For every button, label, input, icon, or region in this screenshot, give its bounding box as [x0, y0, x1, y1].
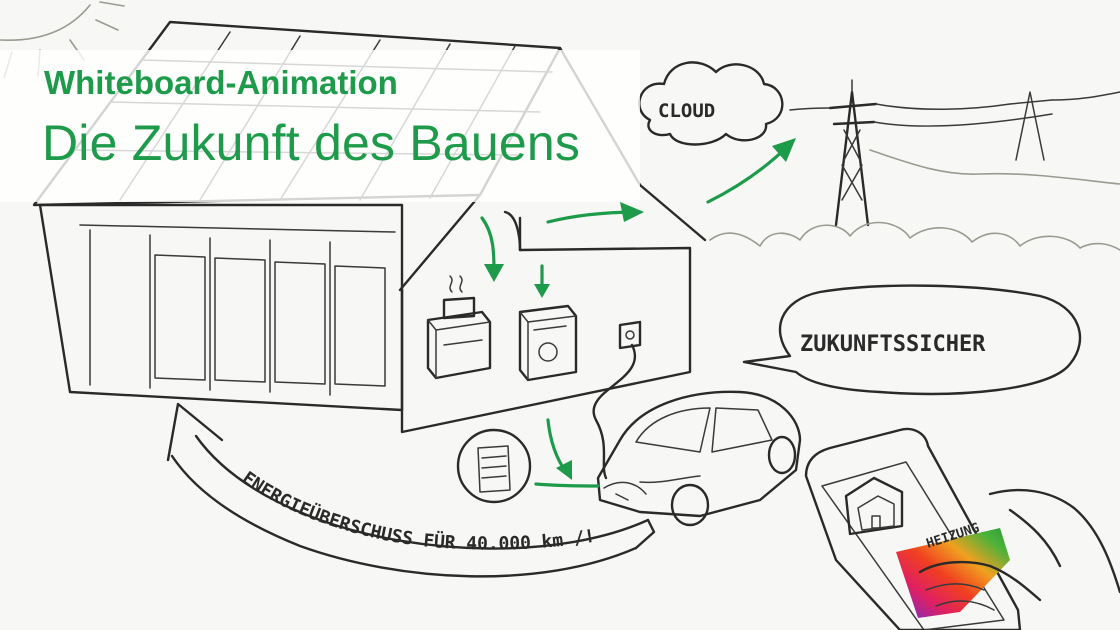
speech-bubble — [742, 284, 1082, 396]
power-pylon — [789, 79, 1120, 227]
cloud-label: CLOUD — [658, 100, 715, 122]
heating-color-slider — [896, 528, 1010, 618]
charging-cable — [592, 343, 636, 480]
battery-icon — [456, 428, 532, 504]
washing-machine-icon — [518, 304, 578, 382]
energy-surplus-arrow — [166, 402, 656, 578]
home-icon — [844, 476, 904, 536]
cloud-icon — [638, 61, 784, 146]
page-title: Die Zukunft des Bauens — [42, 115, 581, 171]
house-wall — [400, 210, 692, 434]
video-type-label: Whiteboard-Animation — [44, 64, 398, 101]
socket-icon — [618, 320, 642, 350]
stove-icon — [426, 275, 492, 380]
hand — [918, 488, 1120, 611]
electric-car — [596, 390, 802, 527]
garage — [38, 203, 404, 412]
energy-flow-arrows — [480, 138, 796, 488]
speech-bubble-label: ZUKUNFTSSICHER — [800, 332, 986, 357]
bushes — [709, 221, 1120, 251]
title-overlay — [0, 50, 640, 202]
